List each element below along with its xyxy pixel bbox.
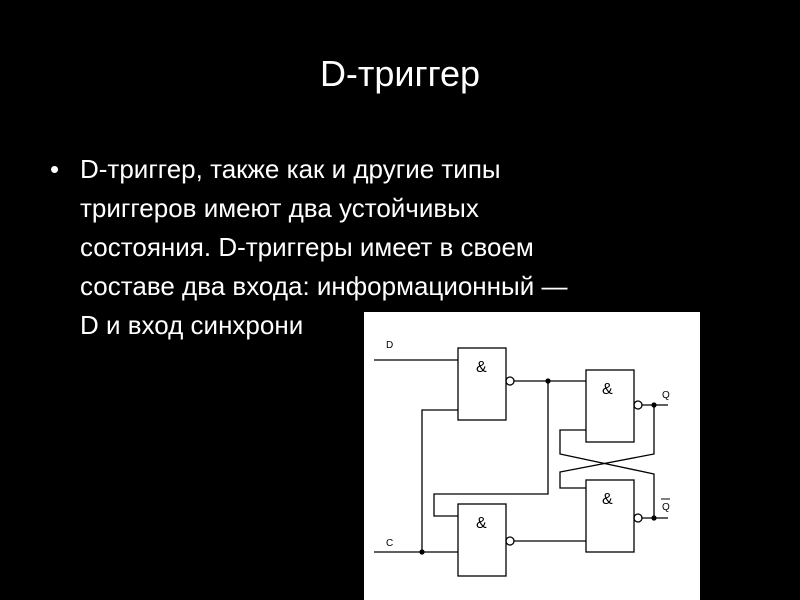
nand-gate-1 [457,347,507,421]
output-q-label: Q [662,390,670,401]
input-c-label: C [386,538,393,549]
d-trigger-circuit-diagram: & & & & D C Q Q [364,312,700,600]
bullet-line-4: составе два входа: информационный — [80,271,568,301]
inverter-bubble-4 [633,513,643,523]
gate-4-label: & [602,491,613,508]
output-q-inverted-label: Q [662,502,670,513]
bullet-line-1: D-триггер, также как и другие типы [80,154,501,184]
bullet-line-3: состояния. D-триггеры имеет в своем [80,232,534,262]
inverter-bubble-3 [633,400,643,410]
bullet-line-5: D и вход синхрони [80,310,304,340]
gate-1-label: & [476,359,487,376]
inverter-bubble-1 [505,376,515,386]
circuit-svg: & & & & D C Q Q [374,340,670,577]
bullet-marker: • [50,154,60,184]
junction-dot-1 [419,549,425,555]
wire-q-feedback [559,405,655,489]
input-d-label: D [386,340,393,351]
wire-q-inv-feedback [559,429,655,518]
wire-c-to-gate1 [421,409,458,552]
junction-dot-4 [651,515,657,521]
junction-dot-3 [651,402,657,408]
gate-2-label: & [476,515,487,532]
wire-gate1-to-gate2 [433,381,549,517]
bullet-line-2: триггеров имеют два устойчивых [80,193,479,223]
inverter-bubble-2 [505,536,515,546]
bullet-list: • D-триггер, также как и другие типы три… [50,150,750,345]
slide-title: D-триггер [319,53,481,94]
bullet-item: • D-триггер, также как и другие типы три… [50,150,750,345]
gate-3-label: & [602,381,613,398]
junction-dot-2 [545,378,551,384]
